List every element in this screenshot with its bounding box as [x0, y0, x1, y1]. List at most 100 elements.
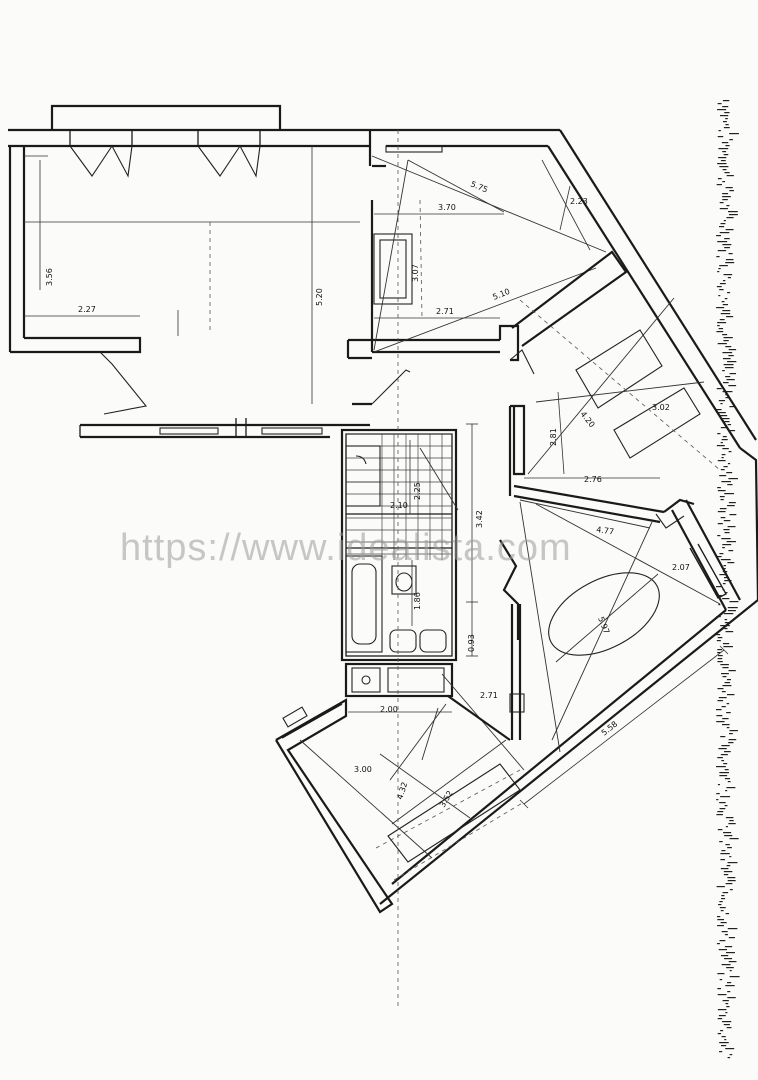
dim-bed2-short: 2.81	[549, 428, 558, 446]
noise-mark	[720, 853, 730, 855]
noise-mark	[720, 442, 723, 444]
dim-room4-diag: 4.32	[395, 781, 409, 801]
noise-mark	[724, 835, 733, 837]
noise-mark	[717, 103, 722, 105]
noise-mark	[726, 379, 735, 381]
noise-mark	[716, 886, 725, 888]
noise-mark	[722, 199, 728, 201]
noise-mark	[717, 271, 720, 273]
noise-mark	[720, 664, 729, 666]
noise-mark	[727, 526, 736, 528]
noise-mark	[727, 277, 731, 279]
noise-mark	[722, 334, 728, 336]
noise-mark	[719, 1042, 729, 1044]
noise-mark	[720, 160, 726, 162]
noise-mark	[727, 607, 738, 609]
noise-mark	[721, 931, 728, 933]
dim-bed2-long: 3.02	[652, 403, 670, 412]
noise-mark	[727, 880, 736, 882]
noise-mark	[717, 1009, 727, 1011]
noise-mark	[725, 262, 735, 264]
noise-mark	[723, 871, 733, 873]
dim-bed2-bottom: 2.76	[584, 475, 602, 484]
noise-mark	[716, 556, 722, 558]
dim-living-height: 3.56	[45, 268, 54, 286]
noise-mark	[717, 490, 726, 492]
noise-mark	[728, 451, 732, 453]
dim-hall-narrow: 0.93	[467, 634, 476, 652]
watermark: https://www.idealista.com	[120, 527, 572, 569]
dim-bed1-diag2: 5.10	[491, 287, 511, 302]
noise-mark	[722, 304, 729, 306]
noise-mark	[720, 754, 728, 756]
noise-mark	[727, 292, 731, 294]
noise-mark	[717, 658, 723, 660]
noise-mark	[727, 781, 731, 783]
noise-mark	[726, 205, 730, 207]
noise-mark	[722, 598, 730, 600]
dim-bed1-wardrobe: 3.07	[411, 264, 420, 282]
noise-mark	[727, 991, 731, 993]
noise-mark	[725, 376, 731, 378]
noise-mark	[722, 583, 726, 585]
noise-mark	[721, 142, 729, 144]
noise-mark	[721, 454, 726, 456]
noise-mark	[722, 571, 728, 573]
noise-mark	[723, 613, 734, 615]
noise-mark	[716, 640, 721, 642]
noise-mark	[722, 358, 731, 360]
noise-mark	[718, 904, 722, 906]
noise-mark	[728, 739, 737, 741]
noise-mark	[718, 697, 727, 699]
noise-mark	[719, 496, 725, 498]
noise-mark	[724, 172, 730, 174]
noise-mark	[718, 400, 726, 402]
noise-mark	[716, 235, 721, 237]
noise-mark	[717, 637, 723, 639]
scan-noise	[716, 100, 740, 1059]
noise-mark	[722, 436, 727, 438]
noise-mark	[728, 349, 737, 351]
noise-mark	[719, 802, 726, 804]
noise-mark	[716, 766, 726, 768]
noise-mark	[727, 484, 733, 486]
noise-mark	[718, 949, 728, 951]
noise-mark	[724, 1039, 727, 1041]
noise-mark	[723, 577, 728, 579]
noise-mark	[721, 673, 729, 675]
noise-mark	[722, 391, 733, 393]
noise-mark	[717, 523, 723, 525]
noise-mark	[722, 544, 732, 546]
noise-mark	[724, 778, 731, 780]
noise-mark	[726, 1027, 732, 1029]
noise-mark	[717, 460, 726, 462]
noise-mark	[729, 133, 739, 135]
noise-mark	[717, 649, 723, 651]
noise-mark	[724, 238, 730, 240]
noise-mark	[717, 322, 727, 324]
dim-bed1-bottom: 2.71	[436, 307, 454, 316]
noise-mark	[722, 685, 732, 687]
noise-mark	[722, 547, 725, 549]
noise-mark	[729, 889, 733, 891]
noise-mark	[725, 118, 728, 120]
noise-mark	[726, 694, 735, 696]
noise-mark	[717, 325, 720, 327]
living-room	[8, 104, 370, 439]
noise-mark	[729, 970, 732, 972]
noise-mark	[728, 742, 734, 744]
noise-mark	[728, 550, 734, 552]
dim-bed1-width: 3.70	[438, 203, 456, 212]
noise-mark	[725, 145, 730, 147]
noise-mark	[716, 409, 722, 411]
noise-mark	[722, 1000, 729, 1002]
noise-mark	[724, 958, 733, 960]
noise-mark	[717, 925, 724, 927]
noise-mark	[726, 712, 731, 714]
noise-mark	[727, 862, 738, 864]
noise-mark	[722, 151, 727, 153]
noise-mark	[717, 1033, 722, 1035]
noise-mark	[727, 982, 732, 984]
noise-mark	[723, 565, 726, 567]
noise-mark	[719, 283, 726, 285]
